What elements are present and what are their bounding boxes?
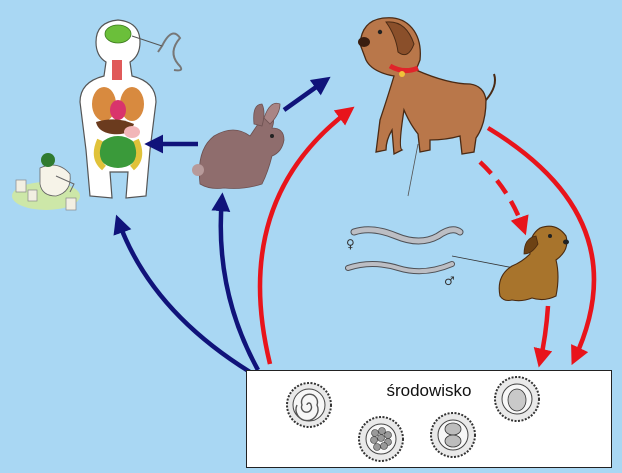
child-playing-icon: [12, 153, 80, 210]
parasite-egg-icon: [359, 417, 403, 461]
puppy-icon: [499, 226, 569, 300]
parasite-egg-icon: [495, 377, 539, 421]
parasite-egg-icon: [287, 383, 331, 427]
egg-stages: [247, 371, 613, 469]
female-symbol: ♀: [346, 237, 355, 251]
environment-box: środowisko: [246, 370, 612, 468]
parasite-egg-icon: [431, 413, 475, 457]
roundworm-icon: [348, 144, 514, 271]
dog-icon: [358, 18, 495, 154]
human-anatomy-icon: [80, 20, 181, 198]
male-symbol: ♂: [444, 274, 455, 288]
rabbit-icon: [192, 103, 284, 188]
arrow-rabbit-to-dog: [284, 80, 326, 110]
arrow-puppy-to-env: [540, 306, 548, 362]
arrow-dog-to-puppy: [480, 162, 524, 230]
arrow-env-to-rabbit: [221, 198, 258, 370]
